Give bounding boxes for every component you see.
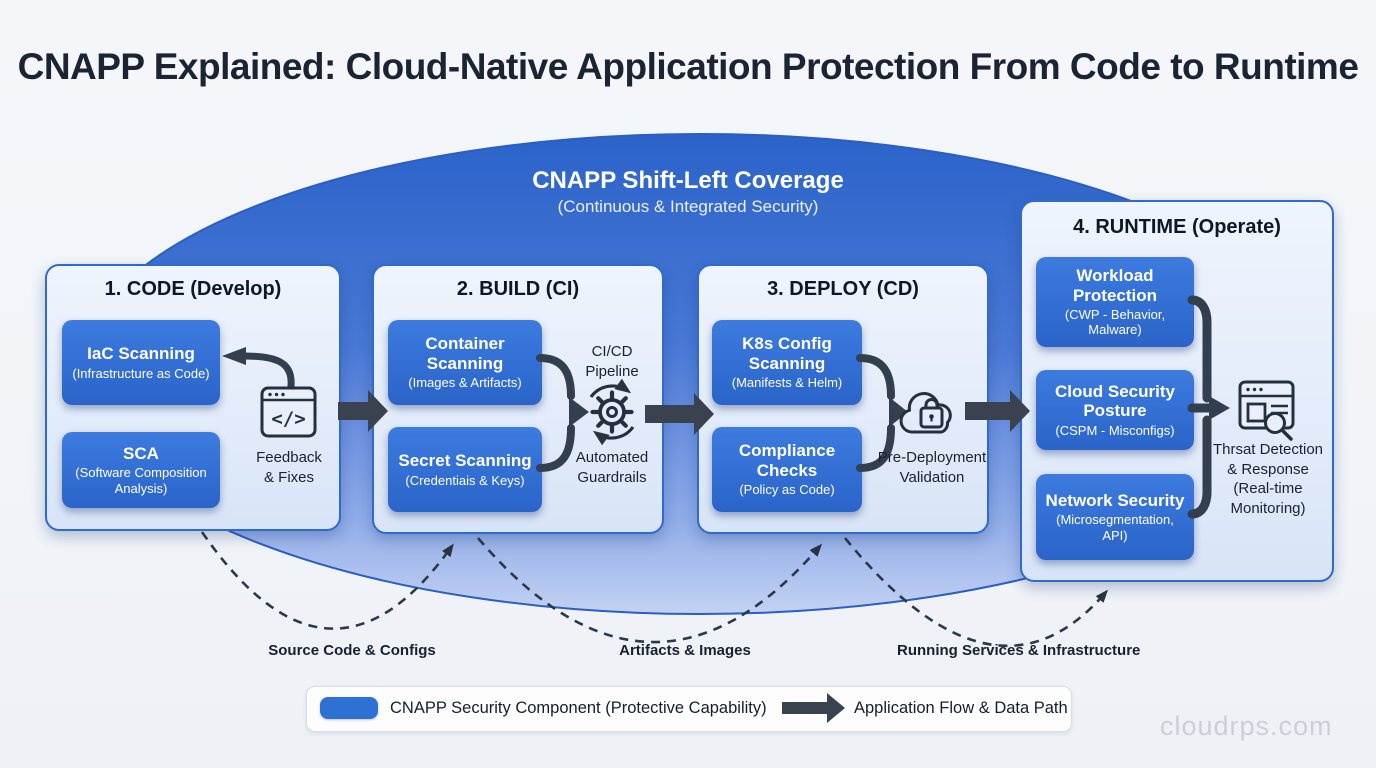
component-box-workload-protection: Workload Protection (CWP - Behavior, Mal… — [1036, 257, 1194, 347]
component-title: Cloud Security Posture — [1055, 381, 1175, 421]
component-title: K8s Config Scanning — [742, 334, 832, 373]
legend-component-label: CNAPP Security Component (Protective Cap… — [390, 699, 767, 717]
stage-panel-deploy: 3. DEPLOY (CD) K8s Config Scanning (Mani… — [697, 264, 989, 534]
component-box-container-scanning: Container Scanning (Images & Artifacts) — [388, 320, 542, 405]
component-title: Network Security — [1045, 490, 1185, 510]
dashed-flow-arc-code-to-build — [200, 531, 454, 630]
stage-panel-build: 2. BUILD (CI) Container Scanning (Images… — [372, 264, 664, 534]
flow-label-source-code: Source Code & Configs — [268, 642, 436, 659]
component-subtitle: (Microsegmentation, API) — [1056, 512, 1174, 543]
pre-deployment-validation-label: Pre-Deployment Validation — [877, 449, 987, 486]
component-subtitle: (Infrastructure as Code) — [72, 365, 210, 381]
component-title: Compliance Checks — [738, 441, 836, 480]
component-box-network-security: Network Security (Microsegmentation, API… — [1036, 474, 1194, 560]
component-box-compliance-checks: Compliance Checks (Policy as Code) — [712, 427, 862, 512]
flow-label-running-services: Running Services & Infrastructure — [897, 642, 1141, 659]
component-title: Container Scanning — [425, 334, 505, 373]
cicd-pipeline-label: CI/CD Pipeline — [585, 343, 639, 380]
stage-panel-code: 1. CODE (Develop) IaC Scanning (Infrastr… — [45, 264, 341, 531]
component-subtitle: (Credentiais & Keys) — [405, 472, 525, 488]
stage-header-code: 1. CODE (Develop) — [104, 278, 282, 300]
component-box-iac-scanning: IaC Scanning (Infrastructure as Code) — [62, 320, 220, 405]
stage-panel-runtime: 4. RUNTIME (Operate) Workload Protection… — [1020, 200, 1334, 582]
component-title: Secret Scanning — [398, 451, 532, 471]
component-subtitle: (Manifests & Helm) — [731, 375, 843, 391]
component-box-secret-scanning: Secret Scanning (Credentiais & Keys) — [388, 427, 542, 512]
stage-header-runtime: 4. RUNTIME (Operate) — [1073, 216, 1281, 238]
component-subtitle: (Images & Artifacts) — [408, 375, 522, 391]
dashed-flow-arc-build-to-deploy — [477, 537, 823, 644]
component-title: Workload Protection — [1072, 266, 1158, 305]
stage-header-build: 2. BUILD (CI) — [456, 278, 580, 300]
legend-arrow-label: Application Flow & Data Path — [854, 699, 1068, 717]
component-subtitle: (CWP - Behavior, Malware) — [1064, 307, 1166, 338]
component-title: SCA — [123, 443, 159, 463]
component-title: IaC Scanning — [87, 344, 195, 364]
component-box-k8s-config-scanning: K8s Config Scanning (Manifests & Helm) — [712, 320, 862, 405]
component-subtitle: (Software Composition Analysis) — [75, 465, 207, 496]
coverage-subheading: (Continuous & Integrated Security) — [557, 197, 819, 216]
legend-component-swatch — [320, 697, 378, 719]
component-subtitle: (CSPM - Misconfigs) — [1055, 422, 1175, 438]
component-box-sca: SCA (Software Composition Analysis) — [62, 432, 220, 508]
feedback-fixes-label: Feedback & Fixes — [256, 449, 322, 486]
threat-detection-label: Thrsat Detection & Response (Real-time M… — [1212, 441, 1324, 517]
component-box-cloud-security-posture: Cloud Security Posture (CSPM - Misconfig… — [1036, 370, 1194, 450]
component-subtitle: (Policy as Code) — [739, 482, 835, 498]
page-title: CNAPP Explained: Cloud-Native Applicatio… — [17, 46, 1359, 87]
automated-guardrails-label: Automated Guardrails — [575, 449, 649, 486]
coverage-heading: CNAPP Shift-Left Coverage — [532, 167, 844, 194]
stage-header-deploy: 3. DEPLOY (CD) — [767, 278, 919, 300]
flow-label-artifacts: Artifacts & Images — [619, 642, 751, 659]
watermark: cloudrps.com — [1160, 711, 1333, 741]
legend-box — [306, 686, 1072, 732]
